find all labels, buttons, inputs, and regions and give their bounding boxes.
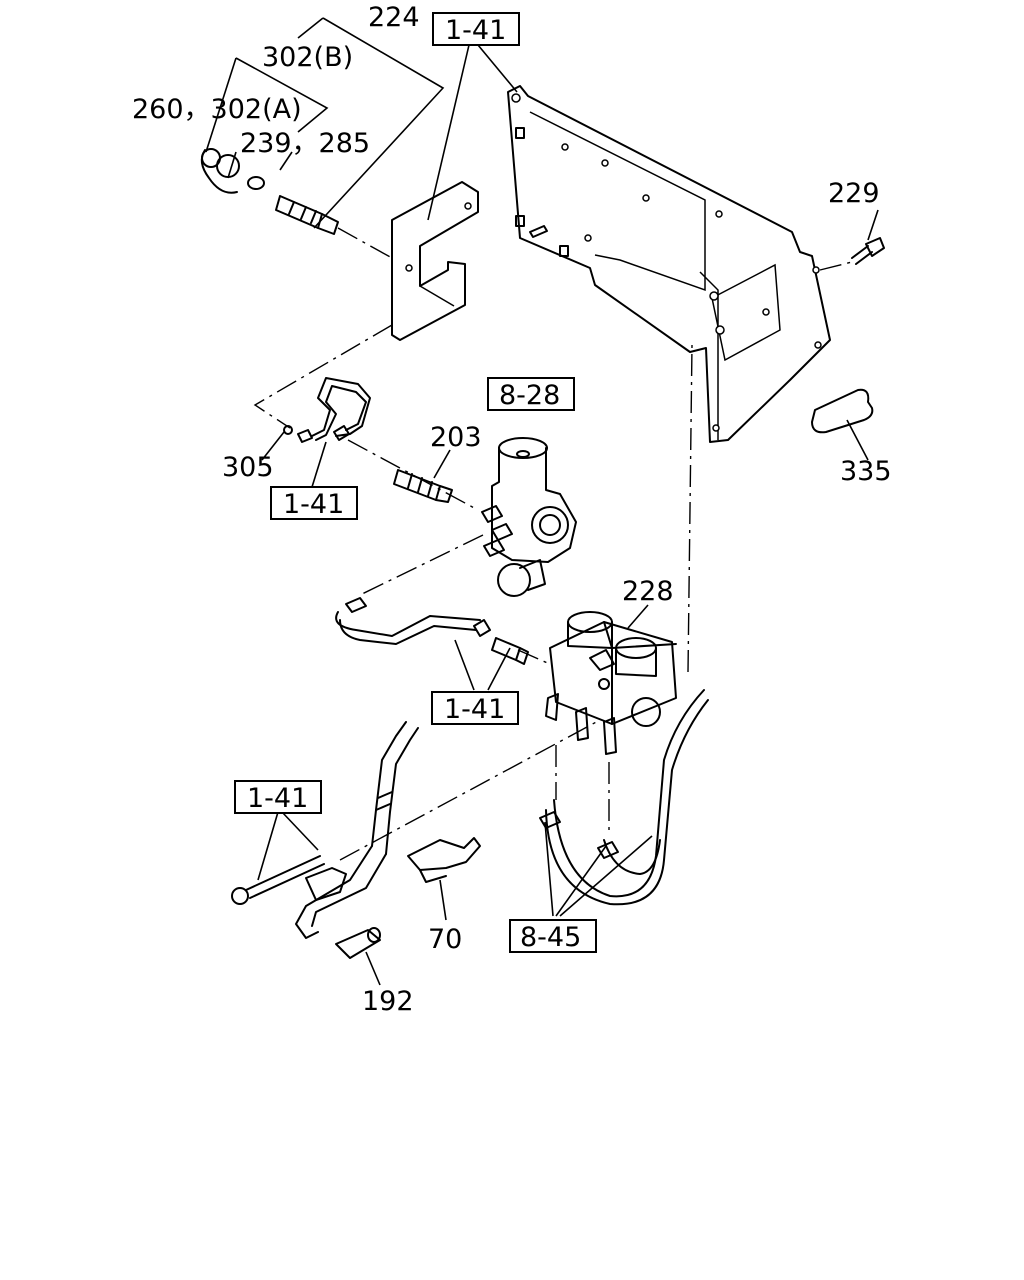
bolt-229 — [851, 237, 885, 265]
ref-label-1-41-low: 1-41 — [444, 694, 505, 725]
connector-small — [491, 637, 529, 665]
label-305: 305 — [222, 452, 274, 483]
clamp-70 — [407, 837, 481, 883]
ring-305 — [283, 425, 313, 443]
label-70: 70 — [428, 924, 462, 955]
mounting-bracket — [391, 181, 479, 341]
label-229: 229 — [828, 178, 880, 209]
label-224: 224 — [368, 2, 420, 33]
sleeve-192 — [335, 927, 381, 959]
hose-clamp-fitting — [200, 148, 265, 194]
label-192: 192 — [362, 986, 414, 1017]
hose-assembly-lower — [231, 721, 419, 939]
ref-box-1-41-low: 1-41 — [431, 691, 519, 725]
label-239-285: 239，285 — [240, 128, 370, 159]
ref-box-8-45: 8-45 — [509, 919, 597, 953]
label-260-302a: 260，302(A) — [132, 94, 302, 125]
alignment-lines — [253, 227, 853, 861]
ref-label-8-45: 8-45 — [520, 922, 581, 953]
valve-assembly-228 — [545, 611, 677, 755]
ref-label-1-41-left: 1-41 — [247, 783, 308, 814]
fitting-203 — [393, 469, 453, 503]
label-302b: 302(B) — [262, 42, 353, 73]
hose-bundle — [539, 689, 709, 906]
part-labels: 224 302(B) 260，302(A) 239，285 229 305 20… — [132, 2, 892, 1017]
pad-335 — [811, 388, 874, 434]
pipe-lower — [335, 597, 491, 645]
ref-label-1-41-top: 1-41 — [445, 15, 506, 46]
label-203: 203 — [430, 422, 482, 453]
ref-label-8-28: 8-28 — [499, 380, 560, 411]
ref-box-8-28: 8-28 — [487, 377, 575, 411]
ref-label-1-41-mid: 1-41 — [283, 489, 344, 520]
leader-lines — [205, 17, 879, 986]
valve-8-28 — [481, 437, 577, 597]
main-bracket-plate — [507, 85, 831, 443]
union-connector-224 — [275, 195, 339, 235]
ref-box-1-41-mid: 1-41 — [270, 486, 358, 520]
label-228: 228 — [622, 576, 674, 607]
ref-box-1-41-left: 1-41 — [234, 780, 322, 814]
pipe-upper — [311, 377, 371, 441]
label-335: 335 — [840, 456, 892, 487]
ref-box-1-41-top: 1-41 — [432, 12, 520, 46]
